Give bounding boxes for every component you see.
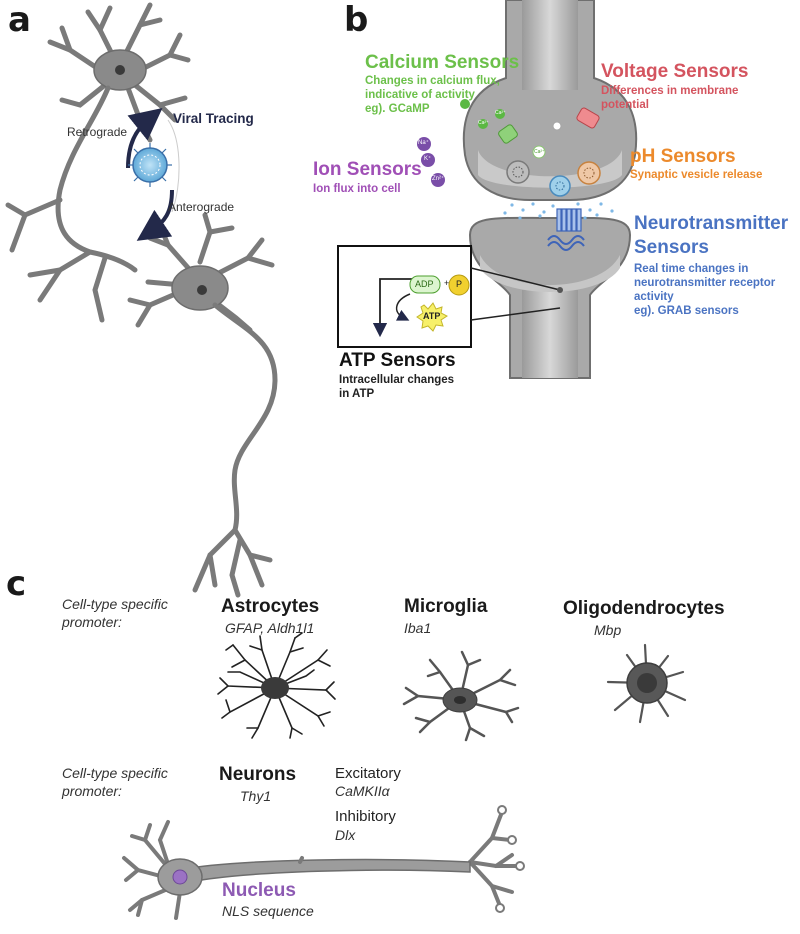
ion-sensors-title: Ion Sensors: [313, 159, 422, 180]
top-neuron: [47, 2, 191, 143]
ion-sensors-desc: Ion flux into cell: [313, 183, 401, 195]
microglia-title: Microglia: [404, 596, 488, 617]
neurons-title: Neurons: [219, 764, 297, 785]
potassium-ion-label: K⁺: [424, 156, 432, 162]
retrograde-label: Retrograde: [67, 125, 128, 139]
nucleus-title: Nucleus: [222, 880, 296, 901]
sodium-ion-label: Na⁺: [418, 140, 429, 146]
viral-tracing-arrows: [126, 108, 174, 241]
excitatory-title: Excitatory: [335, 765, 401, 782]
panel-b-label: b: [344, 0, 369, 40]
inhibitory-promoter: Dlx: [335, 827, 356, 843]
panel-a-label: a: [8, 0, 31, 40]
zinc-ion-label: Zn²⁺: [432, 176, 445, 182]
phosphate-label: P: [456, 279, 463, 289]
calcium-ion-label-2: Ca²⁺: [495, 110, 506, 116]
viral-tracing-label: Viral Tracing: [173, 111, 254, 126]
astrocyte-soma: [261, 677, 289, 699]
calcium-ion-label-1: Ca²⁺: [478, 120, 489, 126]
anterograde-label: Anterograde: [168, 200, 235, 214]
calcium-ion-label-3: Ca²⁺: [534, 149, 545, 155]
top-neuron-axon: [5, 85, 138, 323]
calcium-sensors-desc: Changes in calcium flux,indicative of ac…: [365, 75, 500, 115]
bottom-neuron-axon: [192, 302, 278, 598]
neurons-promoter: Thy1: [240, 788, 272, 804]
microglia-promoter: Iba1: [404, 620, 432, 636]
plus-sign: +: [444, 278, 450, 288]
astrocytes-title: Astrocytes: [221, 596, 320, 617]
astrocytes-promoter: GFAP, Aldh1l1: [225, 620, 315, 636]
inhibitory-title: Inhibitory: [335, 808, 396, 825]
astrocyte-cell: [217, 632, 336, 739]
nucleus-promoter: NLS sequence: [222, 903, 314, 919]
adp-label: ADP: [415, 279, 434, 289]
ph-sensors-desc: Synaptic vesicle release: [630, 169, 763, 181]
atp-sensors-title: ATP Sensors: [339, 350, 456, 371]
atp-molecule-label: ATP: [423, 311, 441, 321]
oligodendrocytes-title: Oligodendrocytes: [563, 598, 725, 619]
calcium-sensors-title: Calcium Sensors: [365, 52, 520, 73]
synapse: [417, 0, 638, 379]
panel-c-label: c: [6, 564, 27, 604]
viral-tracing-bracket: [167, 119, 180, 213]
ph-sensors-title: pH Sensors: [630, 146, 736, 167]
long-neuron-cell: [122, 805, 525, 920]
virus-icon: [128, 143, 172, 187]
voltage-sensors-title: Voltage Sensors: [601, 61, 749, 82]
atp-inset: [337, 245, 563, 348]
oligodendrocytes-promoter: Mbp: [594, 622, 622, 638]
excitatory-promoter: CaMKIIα: [335, 783, 390, 799]
